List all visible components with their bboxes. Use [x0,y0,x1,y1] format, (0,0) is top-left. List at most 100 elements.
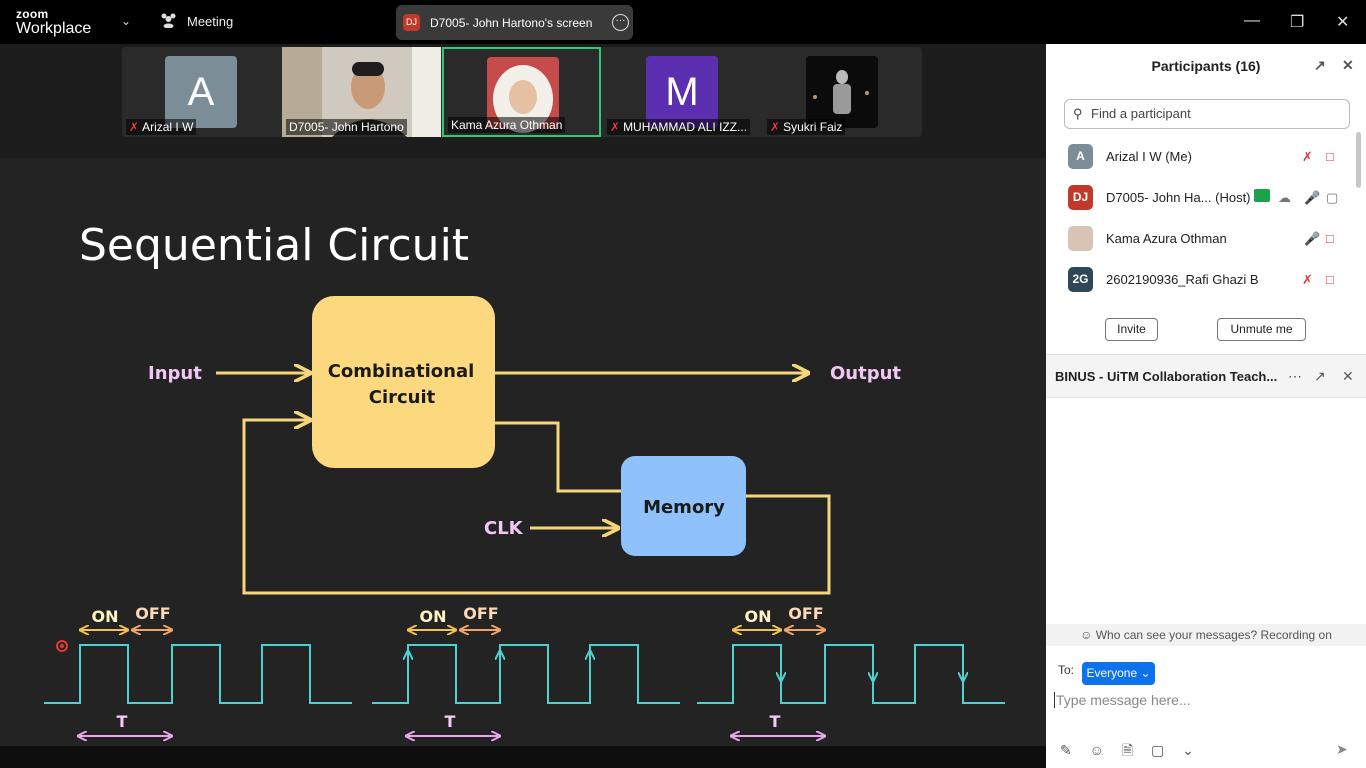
recipient-label: Everyone [1086,666,1138,680]
tile-name-text: Arizal I W [142,120,194,134]
logo-top-text: zoom [16,7,49,21]
on-label: ON [92,607,119,626]
chevron-down-icon[interactable]: ⌄ [121,14,132,28]
video-tiles: A ✗Arizal I W D7005- John Hartono Kama A… [122,47,922,137]
mic-muted-icon[interactable]: ✗ [1302,272,1313,287]
clock-wave [697,644,1005,704]
clock-wave [44,644,352,704]
close-window-icon[interactable]: ✕ [1336,14,1350,31]
input-label: Input [148,363,202,384]
mic-icon[interactable]: 🎤 [1304,190,1321,205]
avatar: DJ [1068,185,1093,210]
video-off-icon[interactable]: □ [1326,272,1334,287]
file-icon[interactable]: 🗎 [1121,742,1134,758]
format-icon[interactable]: ✎ [1060,742,1072,758]
video-tile[interactable]: A ✗Arizal I W [122,47,281,137]
participant-name: 2602190936_Rafi Ghazi B [1106,272,1259,287]
tile-avatar: A [165,56,237,128]
cloud-recording-icon: ☁ [1278,190,1291,205]
participant-name: Kama Azura Othman [1106,231,1227,246]
feedback-wire [242,420,831,595]
video-tile[interactable]: M ✗MUHAMMAD ALI IZZ... [603,47,762,137]
participant-row[interactable]: DJ D7005- John Ha... (Host) ☁ 🎤 ▢ [1046,177,1366,218]
participants-title: Participants (16) [1151,58,1261,74]
close-icon[interactable]: ✕ [1342,57,1354,73]
more-options-icon[interactable]: ··· [612,14,629,31]
comb-label-1: Combinational [328,361,475,382]
mic-muted-icon[interactable]: ✗ [1302,149,1313,164]
video-off-icon[interactable]: □ [1326,231,1334,246]
participant-list: A Arizal I W (Me) ✗ □ DJ D7005- John Ha.… [1046,136,1366,300]
slide-title: Sequential Circuit [79,220,470,271]
meeting-button[interactable]: Meeting [160,12,233,31]
invite-button[interactable]: Invite [1105,318,1158,341]
share-label: D7005- John Hartono's screen [430,15,593,30]
tile-name-text: D7005- John Hartono [289,120,404,134]
participant-row[interactable]: Kama Azura Othman 🎤 □ [1046,218,1366,259]
tile-name-text: Kama Azura Othman [451,118,563,132]
participant-name: D7005- John Ha... (Host) [1106,190,1251,205]
more-options-icon[interactable]: ⋯ [1288,368,1302,384]
search-placeholder: Find a participant [1091,106,1191,121]
tile-name: ✗MUHAMMAD ALI IZZ... [607,119,751,135]
person-video-icon [806,56,878,128]
send-icon[interactable]: ➤ [1336,741,1348,757]
video-icon[interactable]: ▢ [1326,190,1339,205]
sequential-circuit-diagram: Combinational Circuit Memory Input Outpu… [44,296,1005,746]
output-label: Output [830,363,901,384]
restore-icon[interactable]: ❐ [1290,14,1305,31]
off-label: OFF [788,604,823,623]
comb-label-2: Circuit [369,387,436,408]
combinational-circuit-box [312,296,495,468]
chat-notice-text: Who can see your messages? Recording on [1095,628,1332,642]
mic-icon[interactable]: 🎤 [1304,231,1321,246]
mic-muted-icon: ✗ [129,120,140,134]
minimize-icon[interactable]: — [1244,12,1260,29]
on-label: ON [420,607,447,626]
recipient-dropdown[interactable]: Everyone ⌄ [1082,662,1155,685]
on-label: ON [745,607,772,626]
chevron-down-icon[interactable]: ⌄ [1182,742,1194,758]
video-tile[interactable]: D7005- John Hartono [282,47,441,137]
participants-scrollbar[interactable] [1356,132,1361,188]
shared-screen: Sequential Circuit Combinational Circuit… [0,158,1046,746]
logo-bottom-text: Workplace [16,20,92,37]
t-label: T [770,712,781,731]
screenshot-icon[interactable]: ▢ [1150,742,1165,758]
video-tile-active[interactable]: Kama Azura Othman [442,47,601,137]
people-icon [160,12,177,31]
video-tile[interactable]: ✗Syukri Faiz [763,47,922,137]
clock-wave [372,644,680,704]
close-icon[interactable]: ✕ [1342,368,1354,384]
meeting-label: Meeting [187,14,234,29]
memory-box [621,456,746,556]
participant-row[interactable]: A Arizal I W (Me) ✗ □ [1046,136,1366,177]
tile-name-text: MUHAMMAD ALI IZZ... [623,120,748,134]
participant-search-input[interactable]: ⚲ Find a participant [1064,99,1350,129]
avatar [1068,226,1093,251]
pop-out-icon[interactable]: ↗ [1314,368,1326,384]
chat-header: BINUS - UiTM Collaboration Teach... ⋯ ↗ … [1046,354,1366,398]
memory-label: Memory [643,497,725,518]
avatar: A [1068,144,1093,169]
chat-title: BINUS - UiTM Collaboration Teach... [1055,369,1278,384]
unmute-me-button[interactable]: Unmute me [1217,318,1306,341]
t-label: T [117,712,128,731]
tile-avatar: M [646,56,718,128]
tile-name: ✗Arizal I W [126,119,197,135]
pop-out-icon[interactable]: ↗ [1314,57,1326,73]
participant-row[interactable]: 2G 2602190936_Rafi Ghazi B ✗ □ [1046,259,1366,300]
person-lock-icon: ☺ [1080,628,1093,642]
emoji-icon[interactable]: ☺ [1089,742,1104,758]
sharing-icon [1254,189,1270,202]
video-off-icon[interactable]: □ [1326,149,1334,164]
chat-visibility-notice[interactable]: ☺ Who can see your messages? Recording o… [1046,624,1366,646]
screen-share-indicator[interactable]: DJ D7005- John Hartono's screen ··· [396,5,633,40]
avatar: 2G [1068,267,1093,292]
chat-message-input[interactable]: Type message here... [1054,692,1354,708]
pointer-icon [56,640,68,652]
mic-muted-icon: ✗ [770,120,781,134]
off-label: OFF [463,604,498,623]
sharer-avatar: DJ [403,14,420,31]
